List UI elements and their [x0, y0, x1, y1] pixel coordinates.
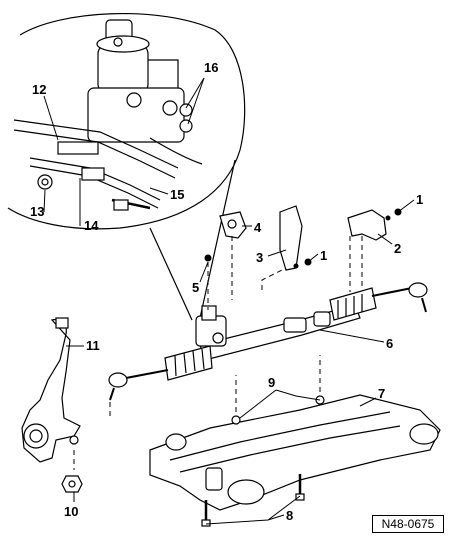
callout-9: 9 — [268, 375, 275, 390]
callout-12: 12 — [32, 82, 46, 97]
callout-14: 14 — [84, 218, 99, 233]
steering-knuckle — [21, 317, 81, 463]
callout-1-upper: 1 — [416, 192, 423, 207]
valve-housing-detail — [87, 19, 203, 165]
callout-2: 2 — [394, 241, 401, 256]
subframe-bolts — [201, 395, 325, 527]
mounting-brackets — [219, 205, 387, 271]
leader-lines — [43, 77, 415, 525]
callout-13: 13 — [30, 204, 44, 219]
callout-10: 10 — [64, 504, 78, 519]
callout-8: 8 — [286, 508, 293, 523]
callout-7: 7 — [378, 386, 385, 401]
callout-1-lower: 1 — [320, 248, 327, 263]
callout-4: 4 — [254, 220, 262, 235]
callout-6: 6 — [386, 336, 393, 351]
figure-reference-code: N48-0675 — [372, 515, 444, 533]
callout-15: 15 — [170, 187, 184, 202]
callout-11: 11 — [86, 338, 100, 353]
pressure-lines-detail — [13, 119, 179, 210]
subframe — [149, 394, 441, 511]
callout-3: 3 — [256, 250, 263, 265]
self-locking-nut — [61, 475, 83, 493]
steering-rack — [108, 282, 428, 401]
callout-16: 16 — [204, 60, 218, 75]
detail-magnifier — [7, 12, 246, 321]
callout-5: 5 — [192, 280, 199, 295]
banjo-bolts-detail — [37, 174, 129, 211]
